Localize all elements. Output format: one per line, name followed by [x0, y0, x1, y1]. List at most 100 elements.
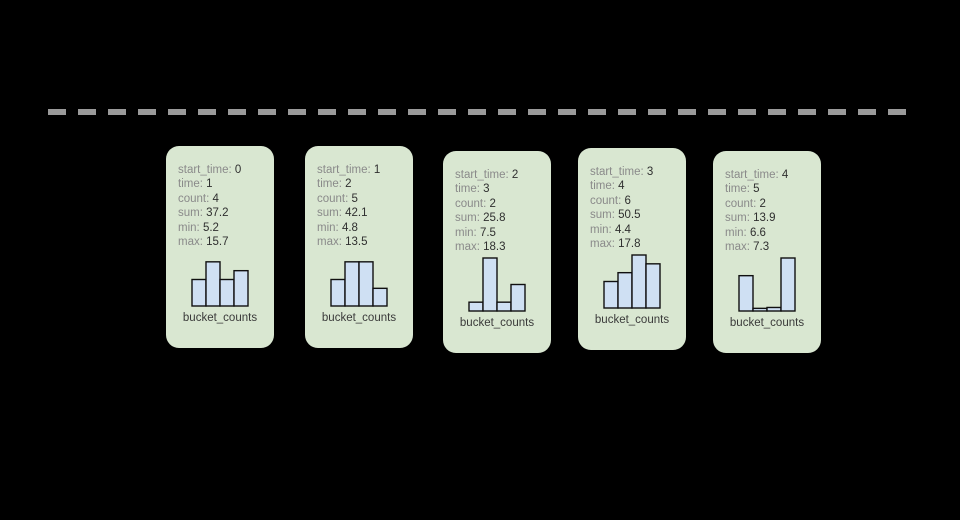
bucket-bar — [344, 261, 360, 307]
bucket-counts-svg — [738, 257, 796, 312]
metric-field-min: min: 5.2 — [178, 221, 274, 235]
metric-field-time-label: time: — [725, 183, 750, 196]
bucket-counts-barchart — [443, 255, 551, 312]
bucket-counts-caption: bucket_counts — [594, 314, 670, 326]
metric-field-time-value: 3 — [483, 183, 490, 196]
metric-field-time-value: 1 — [206, 178, 213, 191]
bucket-bar — [496, 301, 512, 312]
metric-field-count-label: count: — [178, 192, 210, 205]
metric-field-count: count: 5 — [317, 192, 413, 206]
bucket-counts-barchart — [305, 250, 413, 307]
metric-field-max-label: max: — [725, 241, 750, 254]
bucket-counts-svg — [330, 261, 388, 307]
metric-field-min: min: 4.8 — [317, 221, 413, 235]
metric-field-sum-label: sum: — [590, 209, 615, 222]
metric-field-min-label: min: — [178, 221, 200, 234]
metric-field-max-label: max: — [178, 236, 203, 249]
metric-field-sum-label: sum: — [317, 207, 342, 220]
metric-field-min: min: 7.5 — [455, 226, 551, 240]
bucket-bar — [372, 287, 388, 307]
metric-field-time: time: 2 — [317, 177, 413, 191]
metric-field-start-time-label: start_time: — [178, 164, 232, 176]
metric-field-min-value: 5.2 — [202, 221, 219, 234]
metric-field-sum-label: sum: — [178, 207, 203, 220]
metric-field-count: count: 2 — [455, 197, 551, 211]
bucket-bar — [617, 271, 633, 309]
metric-field-sum: sum: 13.9 — [725, 211, 821, 225]
metric-field-count-value: 2 — [759, 197, 766, 210]
metric-field-min-label: min: — [590, 223, 612, 236]
metric-field-max-label: max: — [455, 241, 480, 254]
metric-field-count-label: count: — [590, 194, 622, 207]
bucket-counts-caption: bucket_counts — [182, 312, 258, 324]
metric-field-sum-value: 25.8 — [483, 212, 506, 225]
bucket-bar — [631, 254, 647, 309]
metric-field-count: count: 4 — [178, 192, 274, 206]
metric-field-sum-value: 13.9 — [753, 212, 776, 225]
bucket-bar — [191, 278, 207, 307]
metric-field-start-time-value: 3 — [646, 166, 654, 178]
metric-field-start-time-value: 0 — [234, 164, 242, 176]
metric-field-max: max: 17.8 — [590, 237, 686, 251]
metric-field-sum-value: 42.1 — [345, 207, 368, 220]
bucket-counts-barchart — [166, 250, 274, 307]
bucket-bar — [205, 261, 221, 307]
metric-field-max-value: 13.5 — [345, 236, 368, 249]
metric-field-start-time-value: 4 — [781, 169, 789, 181]
metric-field-time-value: 5 — [753, 183, 760, 196]
bucket-bar — [738, 274, 754, 312]
metric-field-time: time: 4 — [590, 179, 686, 193]
metric-field-min-value: 4.8 — [341, 221, 358, 234]
metric-field-start-time-label: start_time: — [725, 169, 779, 181]
metric-field-time: time: 1 — [178, 177, 274, 191]
metric-field-count-value: 2 — [489, 197, 496, 210]
metric-field-min-label: min: — [455, 226, 477, 239]
bucket-bar — [330, 278, 346, 307]
metric-field-count: count: 2 — [725, 197, 821, 211]
bucket-counts-caption: bucket_counts — [729, 317, 805, 329]
metric-field-start-time-value: 1 — [373, 164, 381, 176]
metric-field-count: count: 6 — [590, 194, 686, 208]
metric-field-time: time: 5 — [725, 182, 821, 196]
metric-field-max-label: max: — [590, 238, 615, 251]
metric-field-max-value: 18.3 — [483, 241, 506, 254]
bucket-bar — [645, 263, 661, 309]
bucket-counts-barchart — [578, 252, 686, 309]
bucket-bar — [233, 269, 249, 307]
metric-field-time-label: time: — [178, 178, 203, 191]
metric-field-start-time: start_time: 1 — [317, 163, 413, 177]
bucket-bar — [766, 306, 782, 312]
bucket-bar — [482, 257, 498, 312]
metric-field-min: min: 6.6 — [725, 226, 821, 240]
metric-field-max-value: 7.3 — [753, 241, 770, 254]
metric-field-time-label: time: — [317, 178, 342, 191]
metric-field-max-value: 15.7 — [206, 236, 229, 249]
metric-field-start-time: start_time: 2 — [455, 168, 551, 182]
bucket-bar — [219, 278, 235, 307]
metric-field-start-time-label: start_time: — [455, 169, 509, 181]
metric-field-max: max: 13.5 — [317, 235, 413, 249]
metric-field-min-label: min: — [725, 226, 747, 239]
metric-field-min: min: 4.4 — [590, 223, 686, 237]
metric-field-sum-value: 50.5 — [618, 209, 641, 222]
metric-field-min-value: 4.4 — [614, 223, 631, 236]
metric-field-min-label: min: — [317, 221, 339, 234]
metric-field-max: max: 15.7 — [178, 235, 274, 249]
bucket-counts-caption: bucket_counts — [321, 312, 397, 324]
bucket-counts-svg — [603, 254, 661, 309]
metric-field-sum: sum: 50.5 — [590, 208, 686, 222]
bucket-bar — [510, 283, 526, 312]
metric-field-start-time: start_time: 0 — [178, 163, 274, 177]
metric-field-start-time: start_time: 3 — [590, 165, 686, 179]
metric-field-start-time-label: start_time: — [317, 164, 371, 176]
